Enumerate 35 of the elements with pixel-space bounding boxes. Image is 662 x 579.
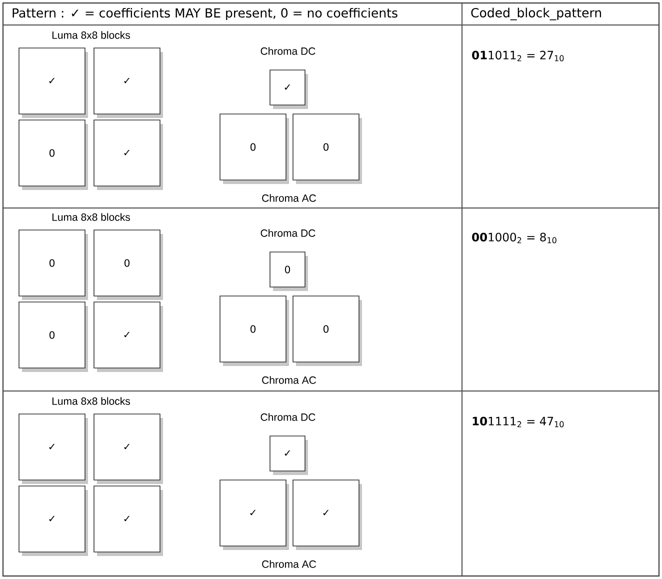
block-box: 0 bbox=[18, 120, 88, 190]
block-box: 0 bbox=[292, 114, 362, 184]
block-box: ✓ bbox=[18, 414, 88, 484]
header-cell: Pattern : ✓ = coefficients MAY BE present, 0 = no coefficients bbox=[12, 8, 398, 20]
pattern-value: 011011$_{2}$ = 27$_{10}$ bbox=[472, 50, 564, 62]
group-label: Chroma DC bbox=[260, 413, 316, 421]
block-box: 0 bbox=[270, 252, 308, 291]
block-box: 0 bbox=[94, 230, 163, 300]
block-box: ✓ bbox=[94, 302, 163, 372]
group-label: Chroma AC bbox=[262, 376, 316, 384]
group-label: Luma 8x8 blocks bbox=[52, 213, 130, 221]
block-box: ✓ bbox=[220, 480, 289, 550]
block-box: ✓ bbox=[94, 486, 163, 556]
pattern-value: 001000$_{2}$ = 8$_{10}$ bbox=[472, 232, 556, 244]
block-box: ✓ bbox=[94, 48, 163, 118]
block-box: 0 bbox=[18, 230, 88, 300]
block-box: ✓ bbox=[292, 480, 362, 550]
block-box: ✓ bbox=[270, 436, 308, 475]
block-box: ✓ bbox=[270, 70, 308, 109]
group-label: Chroma AC bbox=[262, 560, 316, 568]
header-cell: Coded_block_pattern bbox=[471, 8, 602, 20]
block-box: 0 bbox=[18, 302, 88, 372]
block-box: 0 bbox=[220, 296, 289, 366]
group-label: Luma 8x8 blocks bbox=[52, 397, 130, 405]
block-box: ✓ bbox=[18, 48, 88, 118]
group-label: Chroma DC bbox=[260, 229, 316, 237]
group-label: Chroma AC bbox=[262, 194, 316, 202]
block-box: ✓ bbox=[94, 120, 163, 190]
block-box: ✓ bbox=[18, 486, 88, 556]
pattern-value: 101111$_{2}$ = 47$_{10}$ bbox=[472, 416, 564, 428]
block-box: ✓ bbox=[94, 414, 163, 484]
group-label: Luma 8x8 blocks bbox=[52, 31, 130, 39]
block-box: 0 bbox=[292, 296, 362, 366]
group-label: Chroma DC bbox=[260, 47, 316, 55]
block-box: 0 bbox=[220, 114, 289, 184]
